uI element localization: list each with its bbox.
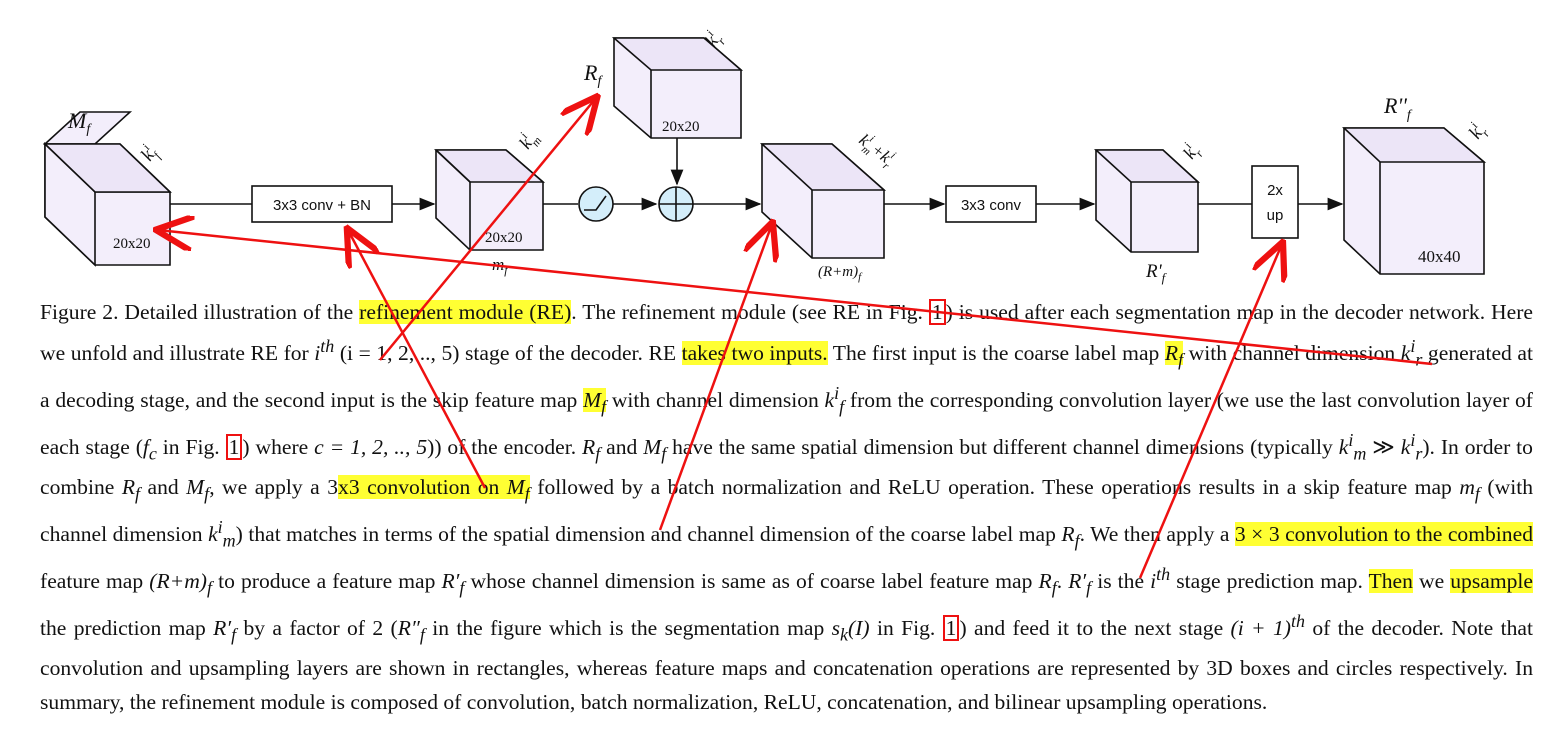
figure-ref-link[interactable]: 1: [942, 615, 960, 642]
highlight-conv-on-mf: x3 convolution on Mf: [338, 474, 530, 504]
highlight-conv-combined: 3 × 3 convolution to the combined: [1234, 521, 1533, 546]
svg-text:kir: kir: [1176, 139, 1206, 165]
concat-icon: [658, 186, 694, 222]
figure-ref-link[interactable]: 1: [928, 299, 946, 325]
rf-feature-box: 20x20 Rf kir: [583, 27, 744, 139]
svg-text:R'f: R'f: [1145, 261, 1168, 285]
highlight-rf: Rf: [1164, 340, 1184, 370]
rpf-feature-box: R'f kir: [1093, 139, 1206, 285]
rppf-feature-box: 40x40 R''f kir: [1341, 93, 1493, 275]
svg-text:Mf: Mf: [67, 108, 92, 137]
up-label-2: up: [1267, 207, 1284, 224]
svg-text:kim+kir: kim+kir: [853, 129, 900, 173]
rf-size: 20x20: [662, 119, 700, 135]
svg-text:kir: kir: [1462, 119, 1492, 146]
highlight-refinement-module: refinement module (RE): [359, 300, 572, 324]
conv-bn-label: 3x3 conv + BN: [273, 197, 371, 214]
highlight-then: Then: [1368, 569, 1413, 594]
svg-text:Rf: Rf: [583, 60, 603, 89]
rm-feature-box: (R+m)f kim+kir: [759, 129, 900, 283]
conv-bn-op: 3x3 conv + BN: [251, 185, 393, 223]
svg-text:kim: kim: [512, 126, 544, 155]
svg-text:mf: mf: [492, 255, 509, 277]
figure-ref-link[interactable]: 1: [225, 433, 243, 460]
svg-text:R''f: R''f: [1383, 93, 1413, 123]
highlight-upsample: upsample: [1450, 569, 1533, 594]
highlight-mf: Mf: [583, 387, 607, 417]
svg-text:(R+m)f: (R+m)f: [818, 264, 863, 283]
conv-op: 3x3 conv: [945, 185, 1037, 223]
figure-caption: Figure 2. Detailed illustration of the r…: [40, 299, 1533, 714]
mf-skip-box: 20x20 mf kim: [433, 126, 546, 277]
highlight-two-inputs: takes two inputs.: [681, 340, 828, 365]
relu-icon: [578, 186, 614, 222]
up-label-1: 2x: [1267, 182, 1283, 199]
upsample-op: 2x up: [1251, 165, 1299, 239]
refinement-module-diagram: 20x20 Mf kif 3x3 conv + BN 20x20 mf kim …: [42, 27, 1493, 285]
mf-feature-box: 20x20 Mf kif: [42, 108, 172, 267]
figure-label: Figure 2.: [40, 300, 119, 324]
rppf-size: 40x40: [1418, 247, 1461, 266]
mf-size: 20x20: [113, 236, 151, 252]
conv-label: 3x3 conv: [961, 197, 1022, 214]
mfs-size: 20x20: [485, 230, 523, 246]
